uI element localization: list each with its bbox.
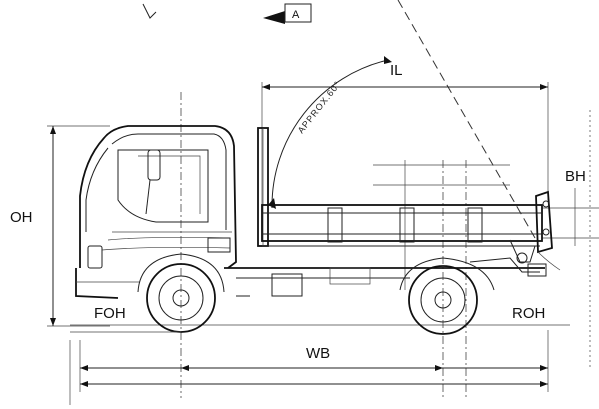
tailgate — [535, 190, 553, 254]
oh-label: OH — [10, 209, 33, 226]
rear-wheel — [399, 257, 547, 335]
roh-label: ROH — [512, 305, 545, 322]
front-bumper — [75, 268, 119, 299]
cab-guard — [257, 127, 269, 247]
headlamp — [87, 245, 103, 269]
rear-lamp — [527, 263, 547, 277]
door-window — [117, 149, 209, 223]
fuel-tank — [271, 273, 303, 297]
view-marker-label: A — [292, 9, 300, 21]
chassis-frame — [224, 267, 545, 297]
bh-label: BH — [565, 168, 586, 185]
foh-label: FOH — [94, 305, 126, 322]
wb-label: WB — [306, 345, 330, 362]
rear-hinge — [509, 239, 561, 271]
front-wheel — [137, 253, 225, 333]
angle-arc — [271, 59, 389, 209]
view-arrow-marker: A — [142, 3, 312, 24]
cab — [75, 125, 237, 299]
dump-body — [261, 190, 553, 254]
tipped-body-line — [397, 0, 536, 239]
il-label: IL — [390, 62, 403, 79]
side-mirror — [147, 149, 161, 181]
